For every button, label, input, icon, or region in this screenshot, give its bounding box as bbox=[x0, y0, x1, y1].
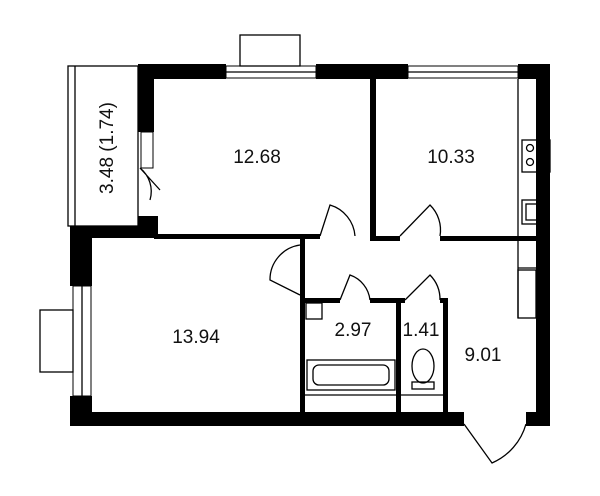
stove-burner bbox=[537, 143, 547, 153]
ac-unit bbox=[239, 34, 301, 67]
wall-wc-right bbox=[443, 298, 448, 412]
outer-walls bbox=[70, 64, 550, 426]
wall-lower-left-a bbox=[70, 226, 92, 286]
windows bbox=[39, 34, 519, 397]
bathtub bbox=[306, 359, 396, 391]
doors bbox=[139, 167, 527, 464]
wall-bath-wc bbox=[396, 298, 401, 412]
area-room-left: 13.94 bbox=[172, 327, 220, 348]
area-bathroom: 2.97 bbox=[335, 320, 372, 341]
wall-partition-a bbox=[370, 236, 400, 241]
balcony-door-window bbox=[140, 131, 154, 169]
wall-bottom-left bbox=[70, 412, 464, 426]
wall-top-left bbox=[138, 64, 226, 79]
area-room-top-right: 10.33 bbox=[427, 147, 475, 168]
stove bbox=[521, 139, 551, 173]
door-bathroom bbox=[339, 274, 371, 301]
stove-burner bbox=[537, 157, 547, 167]
area-toilet: 1.41 bbox=[403, 320, 440, 341]
stove-burner bbox=[525, 157, 535, 167]
ac-unit-left bbox=[39, 309, 74, 373]
washbasin bbox=[305, 302, 323, 320]
toilet-fixtures bbox=[401, 348, 443, 396]
wall-upper-left-a bbox=[138, 64, 154, 132]
interior-walls bbox=[154, 79, 536, 412]
wall-right bbox=[536, 64, 550, 426]
bathroom-fixtures bbox=[305, 302, 396, 396]
door-top-left-room bbox=[319, 204, 356, 237]
kitchen bbox=[517, 79, 551, 236]
stove-burner bbox=[525, 143, 535, 153]
area-balcony: 3.48 (1.74) bbox=[97, 102, 118, 194]
toilet-bowl bbox=[411, 348, 435, 384]
kitchen-sink bbox=[521, 199, 547, 225]
door-toilet bbox=[404, 274, 441, 301]
door-left-room bbox=[269, 244, 301, 296]
wall-top-middle bbox=[316, 64, 408, 79]
toilet-tank bbox=[411, 381, 435, 390]
wall-between-top-rooms bbox=[370, 79, 376, 236]
wall-bath-top-a bbox=[300, 298, 340, 303]
hall-fixtures bbox=[517, 241, 537, 319]
wall-left-room-right bbox=[300, 239, 305, 412]
balcony-door bbox=[139, 167, 161, 201]
area-hall: 9.01 bbox=[465, 345, 502, 366]
wall-partition-b bbox=[440, 236, 536, 241]
entrance-door bbox=[463, 423, 527, 464]
wall-bath-top-b bbox=[370, 298, 405, 303]
wall-top-left-bottom bbox=[154, 234, 320, 239]
area-room-top-left: 12.68 bbox=[233, 147, 281, 168]
door-top-right-room bbox=[399, 204, 442, 237]
